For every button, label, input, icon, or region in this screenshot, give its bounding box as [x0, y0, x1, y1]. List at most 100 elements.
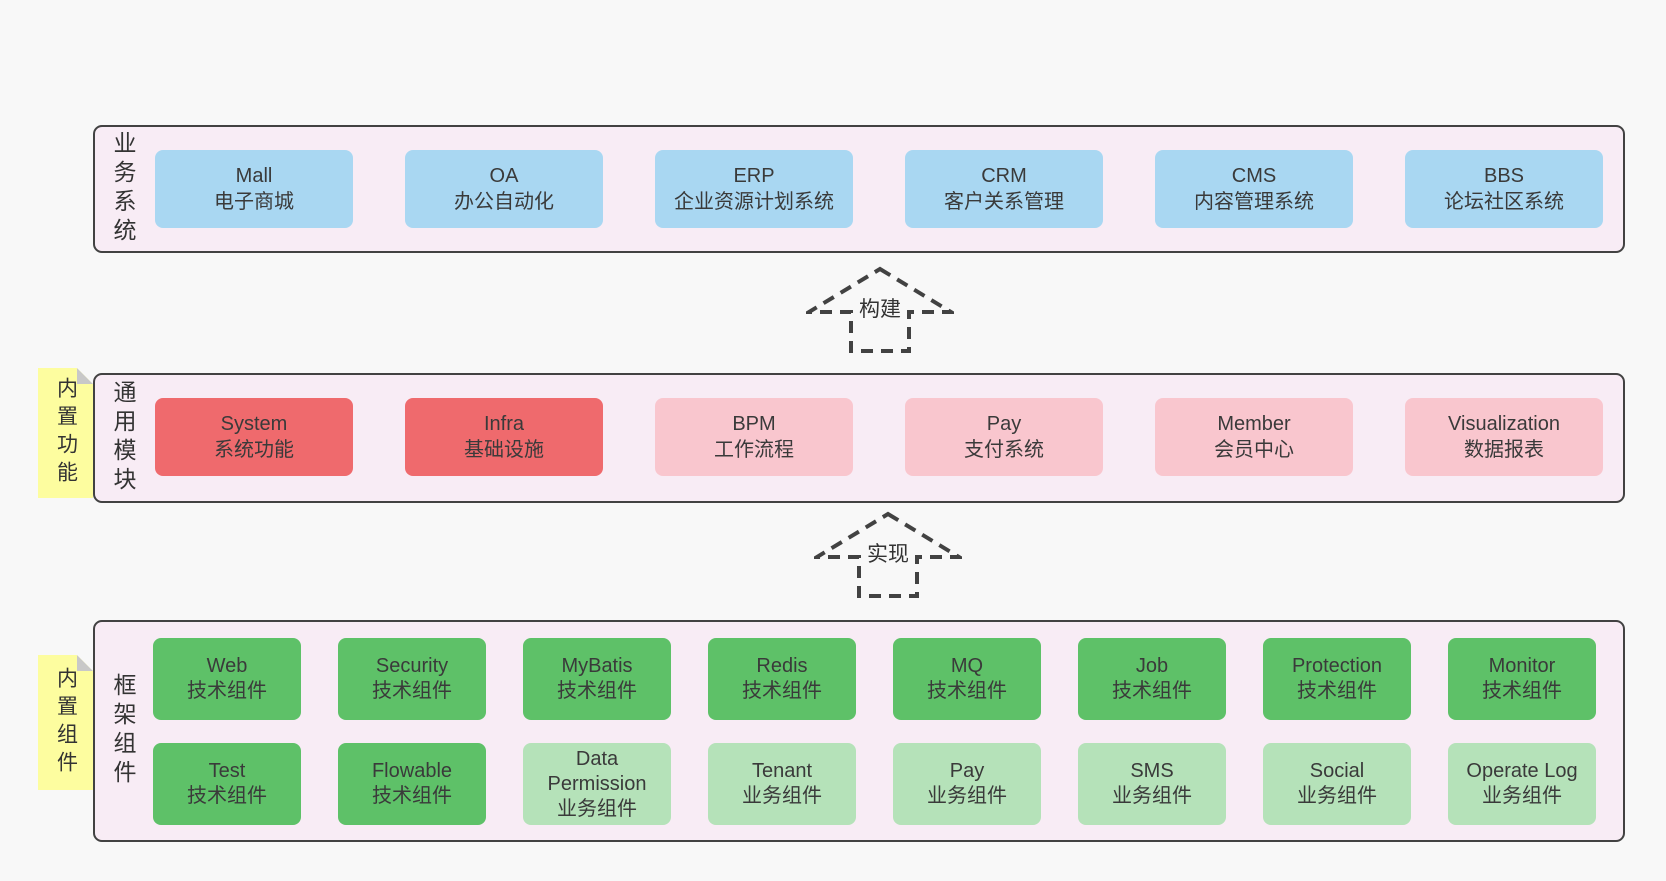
node-title: Protection [1291, 655, 1383, 677]
node-mq: MQ 技术组件 [893, 638, 1041, 720]
node-oa: OA 办公自动化 [405, 150, 603, 228]
node-security: Security 技术组件 [338, 638, 486, 720]
node-title: SMS [1130, 760, 1174, 782]
node-title: Web [206, 655, 248, 677]
node-data-permission: Data Permission 业务组件 [523, 743, 671, 825]
node-subtitle: 数据报表 [1464, 439, 1544, 461]
node-subtitle: 技术组件 [557, 680, 637, 702]
node-subtitle: 技术组件 [1482, 680, 1562, 702]
node-title: Social [1309, 760, 1365, 782]
node-title: Operate Log [1466, 760, 1578, 782]
node-title: MQ [950, 655, 984, 677]
node-title: Infra [483, 413, 525, 435]
framework-row-1: Web 技术组件 Security 技术组件 MyBatis 技术组件 Redi… [95, 622, 1623, 840]
note-text: 内置功能 [54, 377, 78, 489]
node-title: Security [375, 655, 449, 677]
arrow-implement-label: 实现 [814, 538, 962, 568]
node-monitor: Monitor 技术组件 [1448, 638, 1596, 720]
node-erp: ERP 企业资源计划系统 [655, 150, 853, 228]
node-subtitle: 办公自动化 [454, 191, 554, 213]
node-social: Social 业务组件 [1263, 743, 1411, 825]
node-title: Tenant [751, 760, 813, 782]
section-common-modules: 通用模块 System 系统功能 Infra 基础设施 BPM 工作流程 Pay… [93, 373, 1625, 503]
node-title: BBS [1483, 165, 1525, 187]
up-arrow-icon [806, 266, 954, 353]
modules-row: System 系统功能 Infra 基础设施 BPM 工作流程 Pay 支付系统… [95, 375, 1623, 501]
node-mybatis: MyBatis 技术组件 [523, 638, 671, 720]
sticky-note-built-in-components: 内置组件 [38, 655, 93, 790]
node-pay-component: Pay 业务组件 [893, 743, 1041, 825]
node-subtitle: 基础设施 [464, 439, 544, 461]
node-title: Test [208, 760, 246, 782]
sticky-note-built-in-features: 内置功能 [38, 368, 93, 498]
node-pay-module: Pay 支付系统 [905, 398, 1103, 476]
node-sms: SMS 业务组件 [1078, 743, 1226, 825]
section-framework-components: 框架组件 Web 技术组件 Security 技术组件 MyBatis 技术组件… [93, 620, 1625, 842]
node-subtitle: 企业资源计划系统 [674, 191, 834, 213]
node-title: CMS [1231, 165, 1277, 187]
node-web: Web 技术组件 [153, 638, 301, 720]
node-subtitle: 业务组件 [1482, 785, 1562, 807]
up-arrow-icon [814, 511, 962, 598]
node-title: System [220, 413, 288, 435]
framework-row-2: Test 技术组件 Flowable 技术组件 Data Permission … [95, 622, 1623, 840]
node-subtitle: 业务组件 [557, 797, 637, 820]
note-text: 内置组件 [54, 666, 78, 779]
node-title: Job [1135, 655, 1169, 677]
node-title: Visualization [1448, 413, 1560, 435]
node-title: CRM [981, 165, 1027, 187]
node-test: Test 技术组件 [153, 743, 301, 825]
node-title: BPM [732, 413, 776, 435]
node-subtitle: 业务组件 [1297, 785, 1377, 807]
node-title: Data Permission [547, 747, 647, 795]
business-row: Mall 电子商城 OA 办公自动化 ERP 企业资源计划系统 CRM 客户关系… [95, 127, 1623, 251]
node-subtitle: 内容管理系统 [1194, 191, 1314, 213]
node-title: Pay [986, 413, 1022, 435]
node-subtitle: 业务组件 [1112, 785, 1192, 807]
node-subtitle: 技术组件 [1112, 680, 1192, 702]
node-subtitle: 技术组件 [372, 680, 452, 702]
node-title: Member [1217, 413, 1291, 435]
node-subtitle: 技术组件 [187, 785, 267, 807]
section-business-label: 业务系统 [110, 131, 136, 247]
node-subtitle: 支付系统 [964, 439, 1044, 461]
node-subtitle: 技术组件 [372, 785, 452, 807]
node-title: Flowable [371, 760, 453, 782]
node-title: Redis [756, 655, 808, 677]
node-title: Monitor [1488, 655, 1556, 677]
node-operate-log: Operate Log 业务组件 [1448, 743, 1596, 825]
node-redis: Redis 技术组件 [708, 638, 856, 720]
arrow-build-label: 构建 [806, 293, 954, 323]
node-subtitle: 工作流程 [714, 439, 794, 461]
node-system: System 系统功能 [155, 398, 353, 476]
node-bbs: BBS 论坛社区系统 [1405, 150, 1603, 228]
node-subtitle: 业务组件 [927, 785, 1007, 807]
node-subtitle: 电子商城 [214, 191, 294, 213]
node-title: Mall [235, 165, 273, 187]
node-title: Pay [949, 760, 985, 782]
node-subtitle: 技术组件 [187, 680, 267, 702]
node-job: Job 技术组件 [1078, 638, 1226, 720]
section-modules-label: 通用模块 [110, 380, 136, 496]
node-subtitle: 系统功能 [214, 439, 294, 461]
node-subtitle: 技术组件 [742, 680, 822, 702]
node-flowable: Flowable 技术组件 [338, 743, 486, 825]
node-visualization: Visualization 数据报表 [1405, 398, 1603, 476]
node-title: MyBatis [561, 655, 633, 677]
node-cms: CMS 内容管理系统 [1155, 150, 1353, 228]
node-title: OA [489, 165, 519, 187]
node-subtitle: 业务组件 [742, 785, 822, 807]
note-fold-corner-icon [77, 655, 93, 671]
node-mall: Mall 电子商城 [155, 150, 353, 228]
node-bpm: BPM 工作流程 [655, 398, 853, 476]
node-infra: Infra 基础设施 [405, 398, 603, 476]
node-subtitle: 技术组件 [1297, 680, 1377, 702]
node-protection: Protection 技术组件 [1263, 638, 1411, 720]
section-framework-label: 框架组件 [110, 673, 136, 789]
node-subtitle: 客户关系管理 [944, 191, 1064, 213]
note-fold-corner-icon [77, 368, 93, 384]
node-member: Member 会员中心 [1155, 398, 1353, 476]
node-subtitle: 会员中心 [1214, 439, 1294, 461]
node-tenant: Tenant 业务组件 [708, 743, 856, 825]
